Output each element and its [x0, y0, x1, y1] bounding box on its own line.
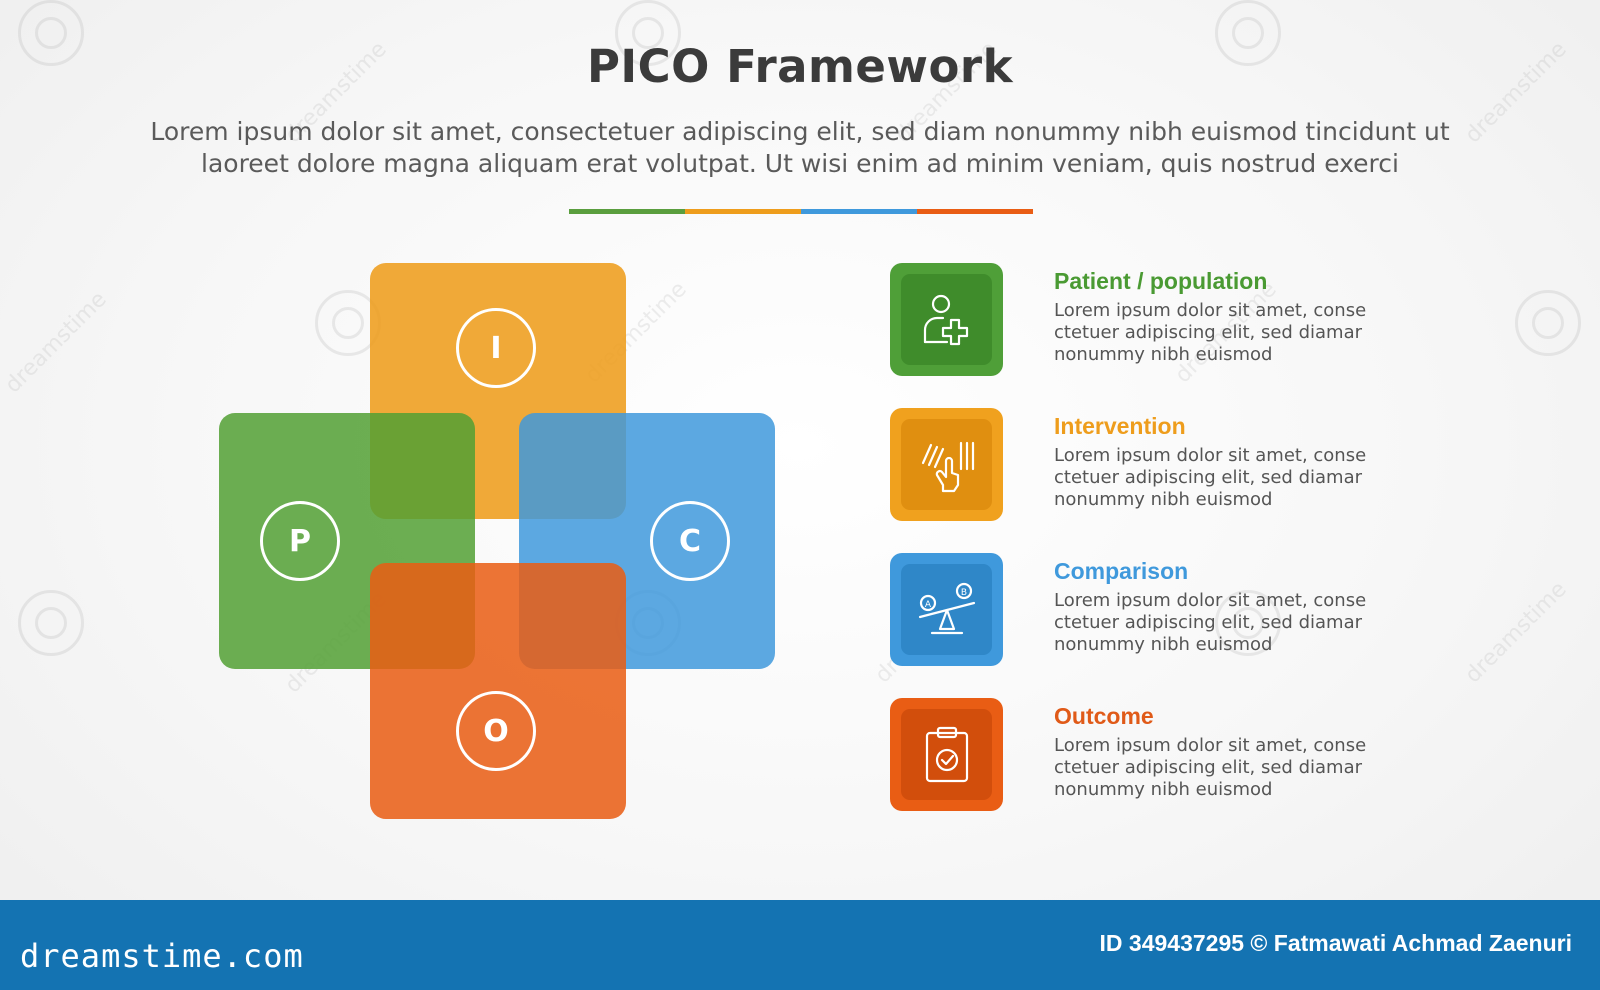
watermark-spiral-icon: [615, 0, 681, 66]
footer-bar: dreamstime.com ID 349437295 © Fatmawati …: [0, 900, 1600, 990]
watermark-spiral-icon: [18, 590, 84, 656]
icon-inner-patient: [901, 274, 992, 365]
desc-line: nonummy nibh euismod: [1054, 489, 1273, 510]
subtitle-line-1: Lorem ipsum dolor sit amet, consectetuer…: [150, 117, 1450, 146]
desc-line: nonummy nibh euismod: [1054, 344, 1273, 365]
desc-line: ctetuer adipiscing elit, sed diamar: [1054, 612, 1363, 633]
watermark-spiral-icon: [1215, 0, 1281, 66]
page-title: PICO Framework: [586, 40, 1014, 93]
seesaw-comparison-icon: A B: [918, 582, 975, 634]
desc-line: Lorem ipsum dolor sit amet, conse: [1054, 300, 1367, 321]
page-subtitle: Lorem ipsum dolor sit amet, consectetuer…: [110, 116, 1490, 180]
letter-circle-p: P: [260, 501, 340, 581]
divider-blue: [801, 209, 917, 214]
letter-circle-c: C: [650, 501, 730, 581]
watermark-text: dreamstime: [0, 286, 112, 399]
desc-line: Lorem ipsum dolor sit amet, conse: [1054, 735, 1367, 756]
item-title-outcome: Outcome: [1054, 703, 1154, 729]
footer-credit: ID 349437295 © Fatmawati Achmad Zaenuri: [1099, 930, 1572, 956]
divider-red: [917, 209, 1033, 214]
icon-box-comparison: A B: [890, 553, 1003, 666]
letter-circle-o: O: [456, 691, 536, 771]
icon-inner-intervention: [901, 419, 992, 510]
hand-intervention-icon: [921, 441, 974, 492]
desc-line: Lorem ipsum dolor sit amet, conse: [1054, 590, 1367, 611]
desc-line: nonummy nibh euismod: [1054, 779, 1273, 800]
item-desc-patient: Lorem ipsum dolor sit amet, conse ctetue…: [1054, 300, 1414, 366]
subtitle-line-2: laoreet dolore magna aliquam erat volutp…: [201, 149, 1399, 178]
icon-inner-comparison: A B: [901, 564, 992, 655]
patient-plus-icon: [923, 294, 968, 345]
watermark-spiral-icon: [1215, 590, 1281, 656]
clipboard-check-icon: [925, 726, 968, 782]
desc-line: ctetuer adipiscing elit, sed diamar: [1054, 322, 1363, 343]
item-title-intervention: Intervention: [1054, 413, 1186, 439]
svg-text:A: A: [924, 600, 931, 610]
letter-circle-i: I: [456, 308, 536, 388]
icon-box-outcome: [890, 698, 1003, 811]
desc-line: ctetuer adipiscing elit, sed diamar: [1054, 757, 1363, 778]
divider-green: [569, 209, 685, 214]
item-title-patient: Patient / population: [1054, 268, 1268, 294]
divider-orange: [685, 209, 801, 214]
item-desc-intervention: Lorem ipsum dolor sit amet, conse ctetue…: [1054, 445, 1414, 511]
item-desc-comparison: Lorem ipsum dolor sit amet, conse ctetue…: [1054, 590, 1414, 656]
svg-text:B: B: [960, 588, 966, 598]
footer-logo[interactable]: dreamstime.com: [20, 937, 304, 975]
icon-box-patient: [890, 263, 1003, 376]
watermark-text: dreamstime: [1460, 576, 1572, 689]
item-title-comparison: Comparison: [1054, 558, 1189, 584]
icon-inner-outcome: [901, 709, 992, 800]
watermark-spiral-icon: [1515, 290, 1581, 356]
desc-line: Lorem ipsum dolor sit amet, conse: [1054, 445, 1367, 466]
icon-box-intervention: [890, 408, 1003, 521]
desc-line: ctetuer adipiscing elit, sed diamar: [1054, 467, 1363, 488]
desc-line: nonummy nibh euismod: [1054, 634, 1273, 655]
item-desc-outcome: Lorem ipsum dolor sit amet, conse ctetue…: [1054, 735, 1414, 801]
watermark-spiral-icon: [18, 0, 84, 66]
